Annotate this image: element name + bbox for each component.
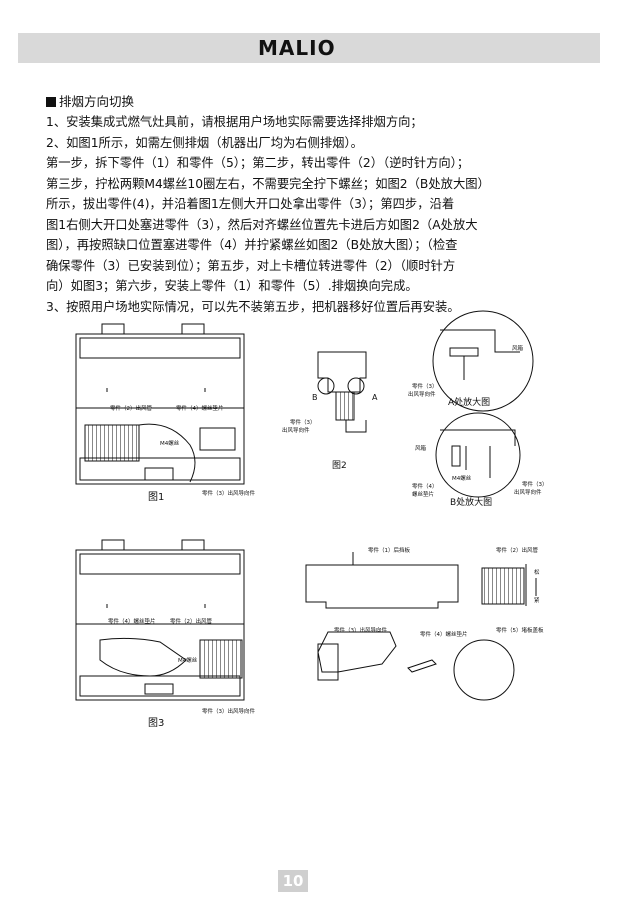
fig3-part3: 零件（3）出风导向件 (202, 707, 255, 715)
section-title: 排烟方向切换 (46, 91, 134, 110)
detail-b-part3: 零件（3） (522, 480, 548, 488)
part3-label: 零件（3）出风导向件 (334, 626, 387, 634)
fig3-part4: 零件（4）螺丝垫片 (108, 617, 156, 625)
instruction-line: 图），再按照缺口位置塞进零件（4）并拧紧螺丝如图2（B处放大图）；（检查 (46, 238, 458, 252)
square-bullet-icon (46, 97, 56, 107)
header-bar (18, 33, 600, 63)
page-number-box (278, 870, 308, 892)
fig3-caption: 图3 (148, 717, 164, 729)
fig3-part2: 零件（2）出风管 (170, 617, 212, 625)
brand-logo: MALIO (258, 37, 336, 59)
instruction-line: 2、如图1所示，如需左侧排烟（机器出厂均为右侧排烟）。 (46, 135, 363, 150)
fig3-m4: M4螺丝 (178, 656, 198, 664)
detail-b-caption: B处放大图 (450, 496, 492, 508)
instruction-text: 1、安装集成式燃气灶具前，请根据用户场地实际需要选择排烟方向； 2、如图1所示，… (46, 112, 576, 317)
instruction-line: 图1右侧大开口处塞进零件（3），然后对齐螺丝位置先卡进后方如图2（A处放大 (46, 217, 478, 232)
fig1-label-part3: 零件（3）出风导向件 (202, 489, 255, 497)
figure-1 (75, 323, 245, 485)
fig2-label-b: B (312, 393, 318, 402)
figure-3 (75, 539, 245, 701)
part4-label: 零件（4）螺丝垫片 (420, 630, 468, 638)
fig1-label-part4: 零件（4）螺丝垫片 (176, 404, 224, 412)
fig2-label-a: A (372, 393, 378, 402)
detail-a-part3: 零件（3） (412, 382, 438, 390)
detail-a-duct: 风箱 (512, 344, 524, 352)
instruction-line: 第三步，拧松两颗M4螺丝10圈左右，不需要完全拧下螺丝；如图2（B处放大图） (46, 176, 490, 191)
diagram-area: 零件（2）出风管 零件（4）螺丝垫片 M4螺丝 零件（3）出风导向件 图1 B … (75, 310, 548, 729)
fig1-label-part2: 零件（2）出风管 (110, 404, 152, 412)
part1-label: 零件（1）后挡板 (368, 546, 410, 554)
fig2-part3-sub: 出风导向件 (282, 426, 310, 434)
part5-label: 零件（5）堵板盖板 (496, 626, 544, 634)
tight-label: 紧 (534, 596, 540, 604)
detail-b-duct: 风箱 (415, 444, 427, 452)
detail-b-m4: M4螺丝 (452, 474, 472, 482)
instruction-line: 向）如图3；第六步，安装上零件（1）和零件（5）.排烟换向完成。 (46, 279, 418, 293)
brand-logo-text: MALIO (258, 37, 336, 59)
loose-label: 松 (534, 568, 540, 576)
detail-b-gasket: 螺丝垫片 (412, 490, 434, 498)
fig1-caption: 图1 (148, 491, 164, 503)
instruction-line: 第一步，拆下零件（1）和零件（5）；第二步，转出零件（2）（逆时针方向）； (46, 156, 470, 170)
detail-b (435, 412, 521, 498)
fig2-caption: 图2 (332, 460, 347, 471)
detail-b-part3-sub: 出风导向件 (514, 488, 542, 496)
page-number: 10 (282, 872, 304, 890)
instruction-line: 1、安装集成式燃气灶具前，请根据用户场地实际需要选择排烟方向； (46, 115, 423, 129)
detail-a (432, 310, 534, 412)
instruction-line: 3、按照用户场地实际情况，可以先不装第五步，把机器移好位置后再安装。 (46, 299, 460, 314)
fig1-label-m4: M4螺丝 (160, 439, 180, 447)
section-title-text: 排烟方向切换 (59, 94, 135, 109)
part2-label: 零件（2）出风管 (496, 546, 538, 554)
instruction-line: 确保零件（3）已安装到位）；第五步，对上卡槽位转进零件（2）（顺时针方 (46, 258, 456, 273)
parts-illustrations (305, 552, 537, 701)
detail-b-part4: 零件（4） (412, 482, 438, 490)
instruction-line: 所示，拔出零件(4)，并沿着图1左侧大开口处拿出零件（3）；第四步，沿着 (46, 197, 455, 211)
detail-a-caption: A处放大图 (448, 396, 490, 408)
fig2-part3: 零件（3） (290, 418, 316, 426)
detail-a-part3-sub: 出风导向件 (408, 390, 436, 398)
figure-2 (317, 351, 367, 433)
